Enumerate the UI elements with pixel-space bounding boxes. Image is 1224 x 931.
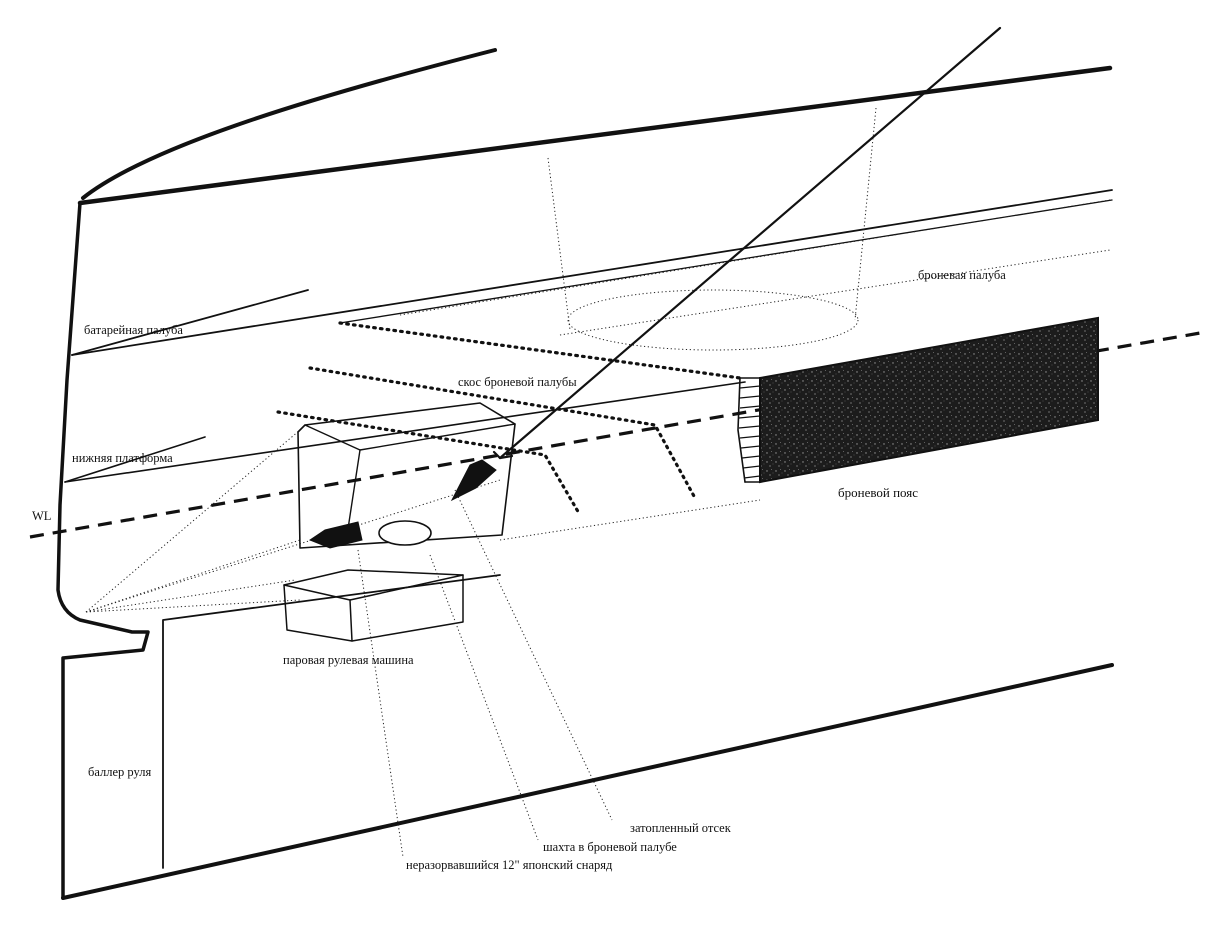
- steering-engine-box: [283, 569, 464, 642]
- label-waterline: WL: [32, 509, 51, 523]
- stern-outline: [56, 201, 150, 900]
- label-lower-platform: нижняя платформа: [72, 451, 173, 465]
- rudder-stock-line: [162, 574, 501, 869]
- dotted-shaft-ellipse: [567, 289, 859, 351]
- battery-deck-stub: [71, 289, 309, 356]
- battery-deck-line: [71, 189, 1113, 356]
- label-armor-belt: броневой пояс: [838, 485, 918, 500]
- shell-trajectory: [498, 26, 1002, 460]
- dotted-hull-waterline-bottom: [499, 499, 761, 541]
- label-armor-deck: броневая палуба: [918, 268, 1006, 282]
- bold-dotted-2: [308, 366, 697, 500]
- leader-shaft: [429, 554, 539, 841]
- dotted-shaft-left: [547, 157, 571, 331]
- leader-flooded: [454, 489, 613, 821]
- label-steering-engine: паровая рулевая машина: [283, 653, 414, 667]
- trajectory-arrowhead: [492, 450, 514, 460]
- keel-line: [61, 663, 1114, 900]
- armor-deck-line: [339, 199, 1113, 324]
- stern-fan-lines: [85, 429, 501, 613]
- dotted-shaft-right: [854, 107, 877, 321]
- label-flooded-compartment: затопленный отсек: [630, 821, 732, 835]
- label-rudder-stock: баллер руля: [88, 765, 151, 779]
- label-armor-deck-shaft: шахта в броневой палубе: [543, 840, 677, 854]
- dotted-line-deck-2: [559, 249, 1111, 336]
- armor-belt-end-hatch: [737, 377, 761, 483]
- bold-dotted-3: [276, 410, 582, 517]
- bold-dotted-1: [338, 321, 742, 380]
- shell-left: [308, 521, 363, 549]
- upper-deck-edge: [77, 65, 1113, 206]
- label-unexploded-shell: неразорвавшийся 12" японский снаряд: [406, 858, 613, 872]
- lower-platform-stub: [64, 436, 206, 483]
- label-armor-deck-slope: скос броневой палубы: [458, 375, 577, 389]
- armor-belt: [759, 316, 1099, 484]
- upper-sheer-line: [81, 48, 497, 200]
- leader-shell: [357, 549, 404, 858]
- label-battery-deck: батарейная палуба: [84, 323, 183, 337]
- shaft-ellipse: [378, 520, 432, 546]
- shell-right: [450, 459, 497, 502]
